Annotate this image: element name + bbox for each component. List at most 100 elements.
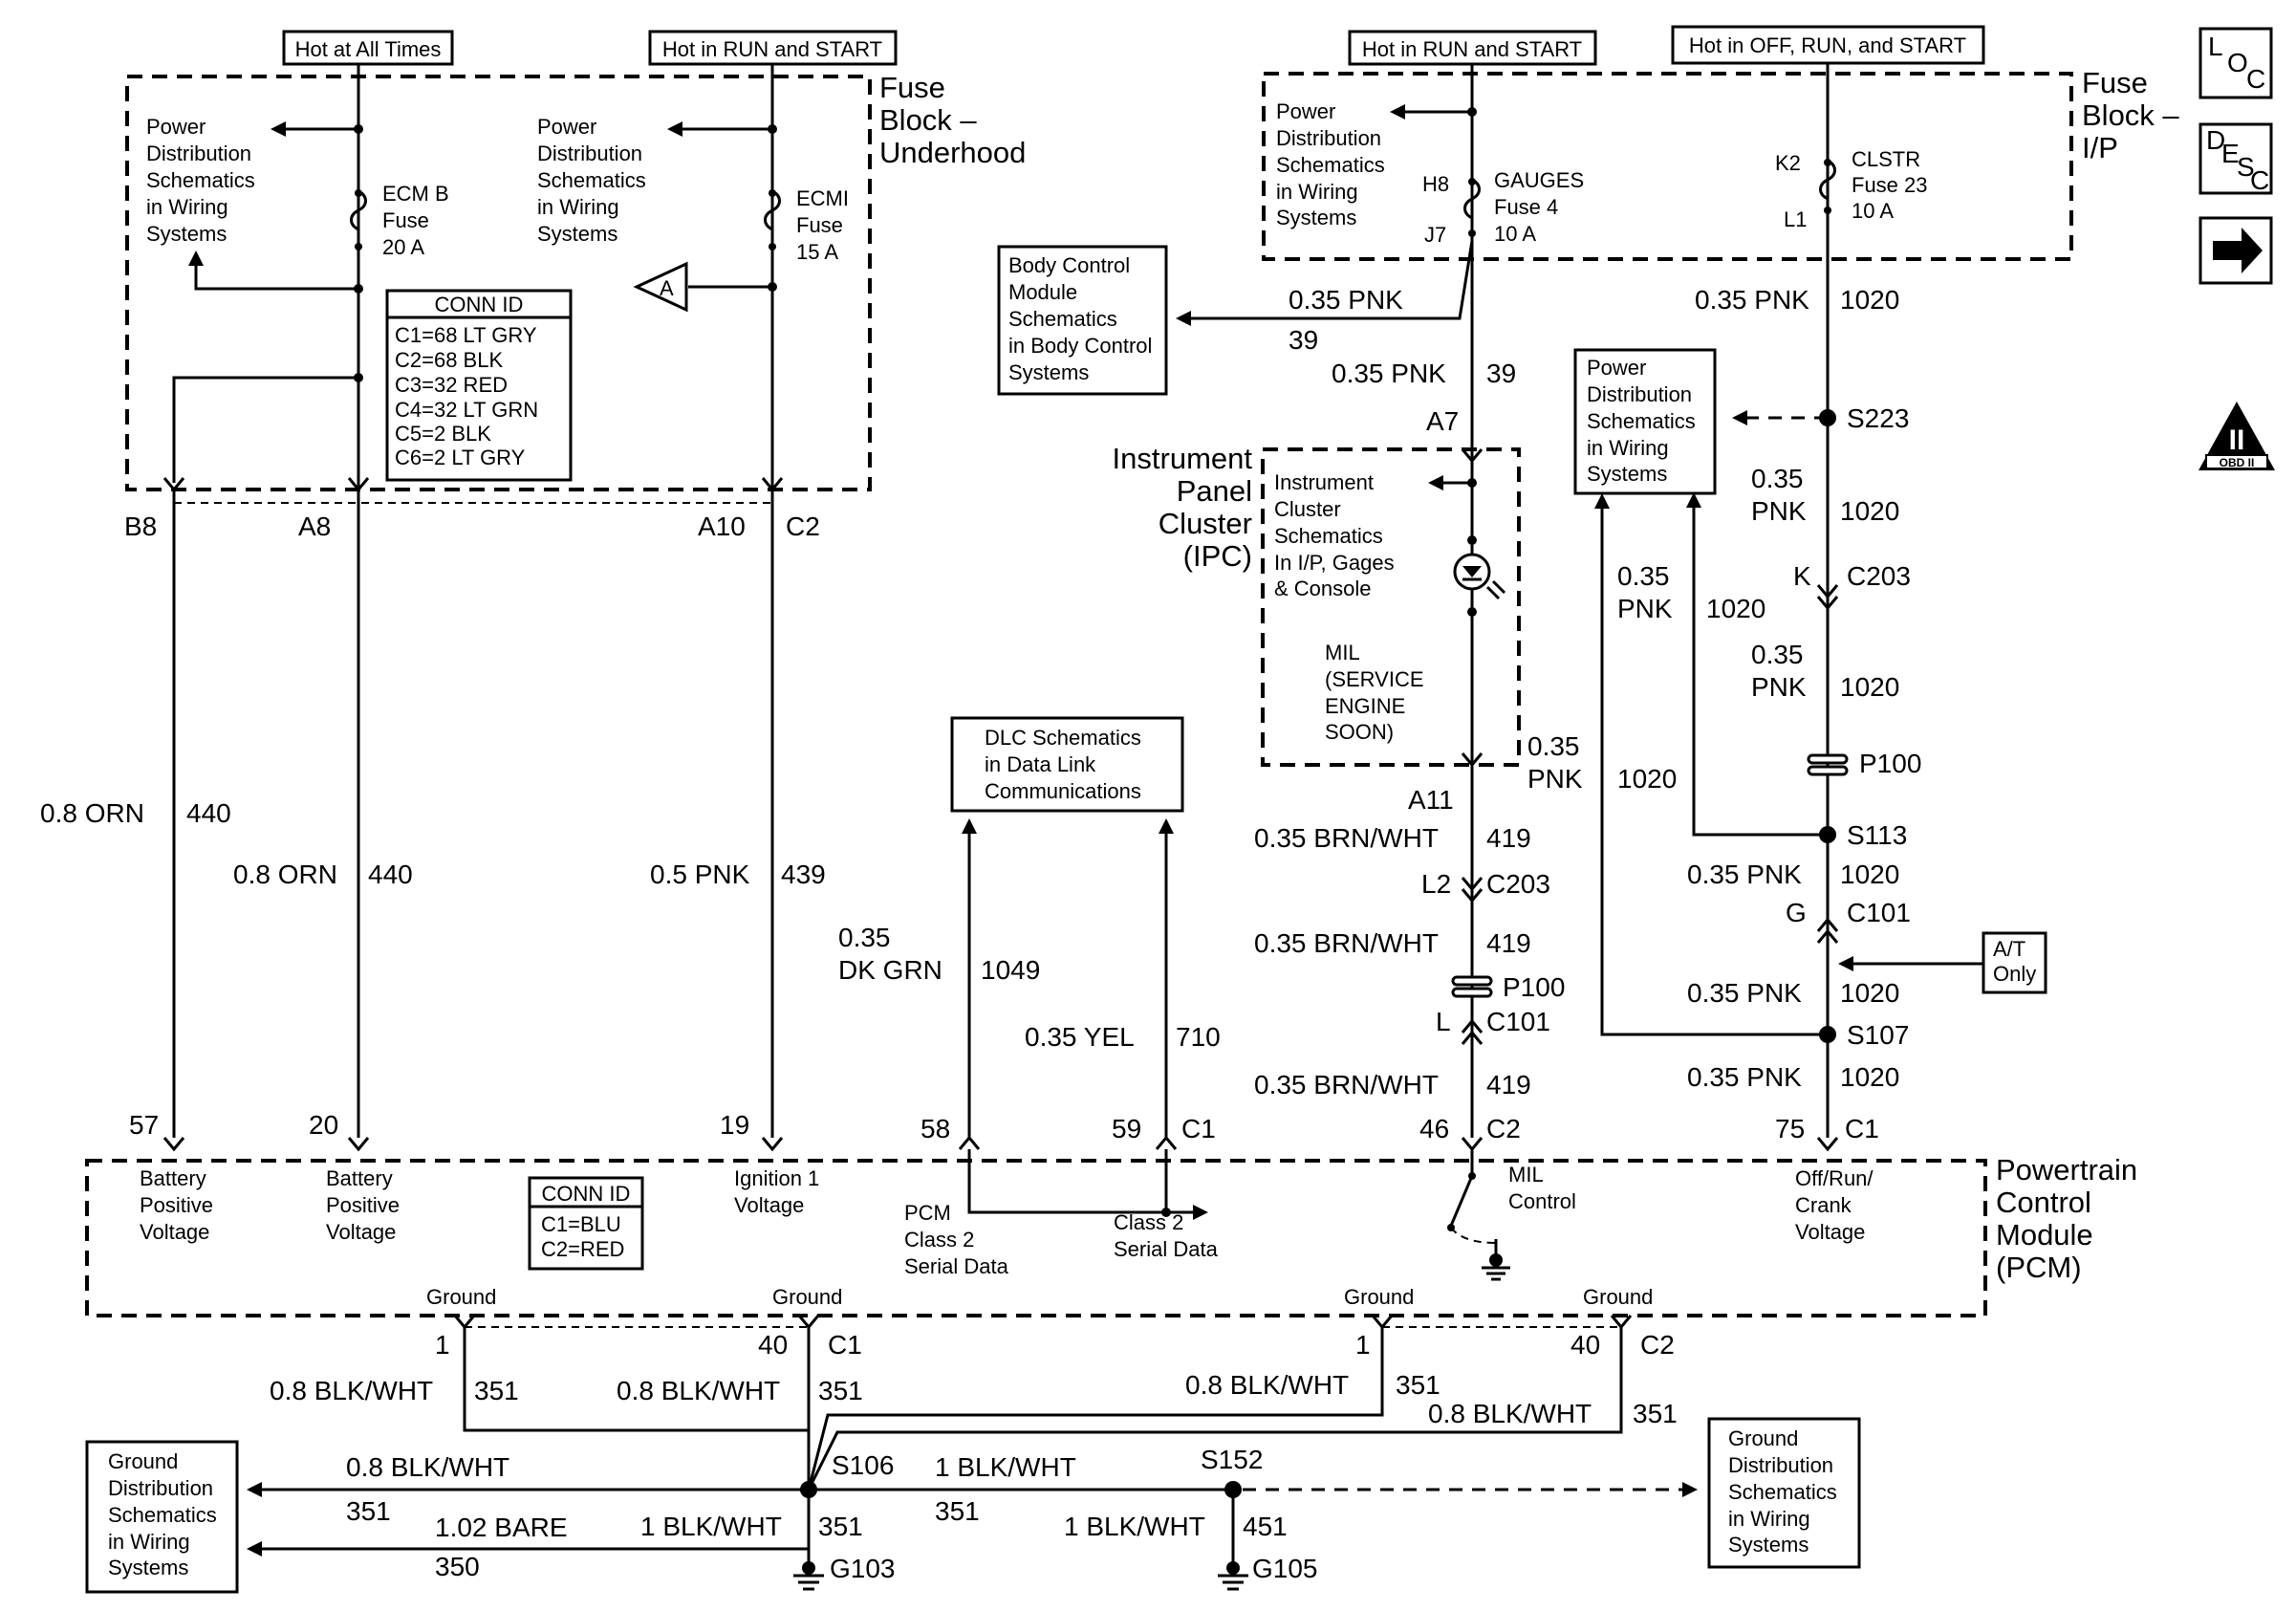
pin-label: A8 (298, 512, 331, 541)
svg-text:C1=BLU: C1=BLU (541, 1212, 621, 1236)
connector-icon (761, 1137, 784, 1152)
s113-branch-wire (1692, 502, 1828, 837)
svg-text:Ground: Ground (426, 1285, 496, 1309)
svg-text:G105: G105 (1252, 1554, 1318, 1583)
ground-g103-icon (793, 1561, 824, 1591)
svg-text:Only: Only (1993, 962, 2036, 986)
svg-text:Cluster: Cluster (1274, 497, 1341, 521)
ecmi-fuse-label: ECMI (796, 186, 849, 210)
svg-text:0.35 BRN/WHT: 0.35 BRN/WHT (1254, 823, 1439, 853)
fuse-icon (350, 189, 367, 231)
svg-text:C1=68 LT GRY: C1=68 LT GRY (395, 323, 537, 347)
svg-text:20 A: 20 A (382, 235, 424, 259)
svg-text:0.35 PNK: 0.35 PNK (1687, 978, 1802, 1008)
loc-icon[interactable]: L O C (2199, 27, 2273, 99)
arrow-left-icon (1176, 311, 1191, 326)
svg-text:0.35: 0.35 (838, 923, 891, 952)
svg-text:0.8 BLK/WHT: 0.8 BLK/WHT (270, 1376, 433, 1405)
svg-text:L: L (2208, 32, 2223, 61)
svg-text:Systems: Systems (537, 222, 617, 246)
svg-text:S: S (2237, 152, 2255, 182)
svg-text:(PCM): (PCM) (1996, 1251, 2082, 1284)
svg-text:0.35: 0.35 (1751, 640, 1804, 669)
svg-text:Systems: Systems (1276, 206, 1356, 229)
svg-text:(IPC): (IPC) (1183, 539, 1252, 573)
ipc-block: Instrument Panel Cluster (IPC) A7 Instru… (1113, 406, 1521, 815)
splice-s107 (1819, 1026, 1836, 1043)
obd-ii-icon: II OBD II (2199, 402, 2275, 470)
ground-g105-icon (1218, 1561, 1248, 1591)
svg-text:Schematics: Schematics (1274, 524, 1383, 548)
arrow-left-icon (1838, 956, 1853, 971)
svg-text:19: 19 (720, 1110, 749, 1140)
s107-branch-wire (1600, 505, 1828, 1036)
svg-text:S106: S106 (832, 1450, 894, 1480)
connector-icon (1461, 752, 1484, 768)
svg-text:1020: 1020 (1840, 496, 1899, 526)
svg-text:Module: Module (1008, 280, 1077, 304)
svg-text:0.5 PNK: 0.5 PNK (650, 860, 750, 889)
svg-text:Schematics: Schematics (146, 168, 255, 192)
svg-text:1.02 BARE: 1.02 BARE (435, 1513, 568, 1542)
svg-text:Off/Run/: Off/Run/ (1795, 1166, 1874, 1190)
bcm-ref-box: Body Control Module Schematics in Body C… (997, 245, 1168, 396)
svg-text:351: 351 (474, 1376, 519, 1405)
connector-icon (1371, 1315, 1394, 1330)
arrow-left-icon (247, 1482, 262, 1497)
svg-text:20: 20 (309, 1110, 338, 1140)
svg-text:0.35 YEL: 0.35 YEL (1025, 1022, 1135, 1052)
svg-text:in Wiring: in Wiring (537, 195, 619, 219)
svg-text:419: 419 (1486, 823, 1531, 853)
svg-text:C3=32 RED: C3=32 RED (395, 373, 508, 397)
bcm-wire (1187, 240, 1474, 320)
desc-icon[interactable]: D E S C (2199, 122, 2273, 195)
next-arrow-icon[interactable] (2199, 216, 2273, 285)
svg-text:K: K (1793, 561, 1811, 591)
svg-text:10 A: 10 A (1494, 222, 1536, 246)
svg-text:C: C (2246, 64, 2265, 94)
header-hot-run-start-right: Hot in RUN and START (1348, 30, 1597, 66)
svg-text:C1: C1 (1181, 1114, 1216, 1143)
svg-text:S113: S113 (1847, 820, 1907, 850)
svg-text:451: 451 (1243, 1512, 1288, 1541)
arrow-up-icon (188, 250, 204, 266)
svg-text:Serial Data: Serial Data (1114, 1237, 1219, 1261)
pin-label: A7 (1426, 406, 1459, 436)
svg-text:Control: Control (1508, 1189, 1576, 1213)
svg-text:SOON): SOON) (1325, 720, 1394, 744)
svg-text:P100: P100 (1503, 972, 1565, 1002)
svg-text:Positive: Positive (140, 1193, 213, 1217)
svg-text:(SERVICE: (SERVICE (1325, 667, 1424, 691)
svg-text:0.8 ORN: 0.8 ORN (233, 860, 337, 889)
svg-text:351: 351 (818, 1512, 863, 1541)
svg-text:in Body Control: in Body Control (1008, 334, 1152, 358)
header-label: Hot at All Times (295, 37, 442, 61)
svg-text:C: C (2250, 165, 2269, 195)
header-hot-run-start-left: Hot in RUN and START (648, 30, 898, 66)
arrow-left-icon (667, 121, 682, 137)
pds-ref-right: Power Distribution Schematics in Wiring … (537, 115, 646, 246)
svg-text:40: 40 (1570, 1330, 1600, 1360)
header-label: Hot in OFF, RUN, and START (1689, 33, 1966, 57)
svg-text:Distribution: Distribution (146, 142, 251, 165)
svg-text:1 BLK/WHT: 1 BLK/WHT (640, 1512, 782, 1541)
svg-text:H8: H8 (1422, 172, 1449, 196)
svg-text:Voltage: Voltage (734, 1193, 804, 1217)
svg-text:57: 57 (129, 1110, 159, 1140)
svg-text:Ground: Ground (108, 1449, 178, 1473)
svg-text:10 A: 10 A (1852, 199, 1894, 223)
svg-text:Power: Power (1587, 356, 1646, 380)
svg-text:C1: C1 (828, 1330, 862, 1360)
svg-text:G103: G103 (830, 1554, 896, 1583)
svg-text:Voltage: Voltage (1795, 1220, 1865, 1244)
svg-text:Instrument: Instrument (1113, 442, 1253, 475)
svg-text:Module: Module (1996, 1218, 2093, 1252)
svg-text:710: 710 (1176, 1022, 1221, 1052)
svg-text:419: 419 (1486, 1070, 1531, 1099)
ref-a-label: A (660, 276, 674, 300)
svg-text:C203: C203 (1486, 869, 1550, 899)
arrow-right-icon (1682, 1482, 1698, 1497)
svg-text:0.8 ORN: 0.8 ORN (40, 798, 144, 828)
svg-text:C1: C1 (1845, 1114, 1879, 1143)
svg-text:351: 351 (818, 1376, 863, 1405)
